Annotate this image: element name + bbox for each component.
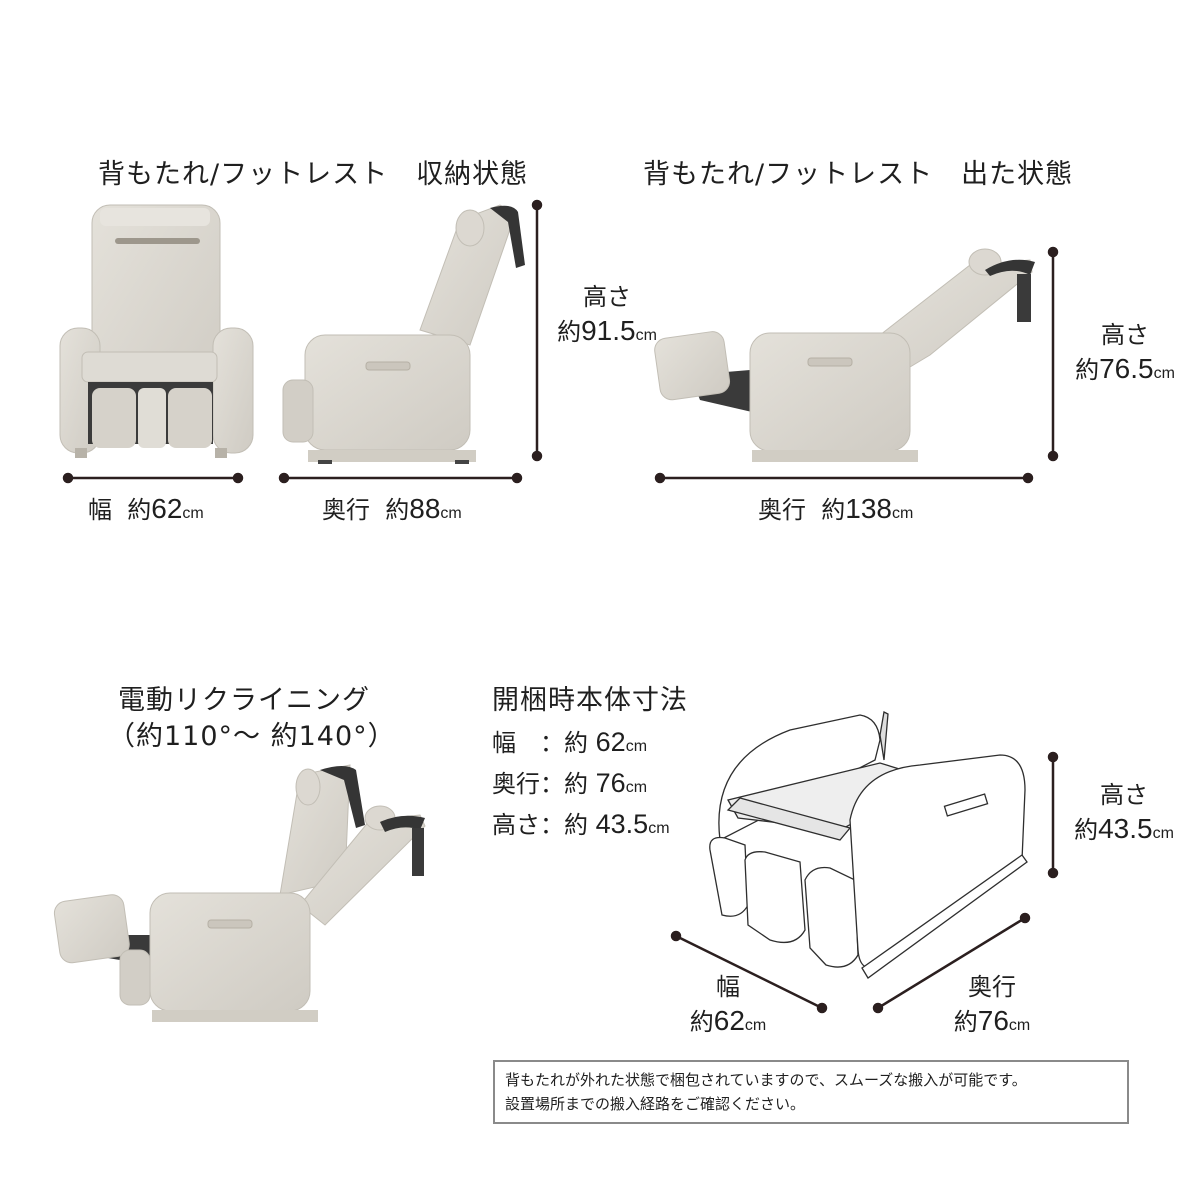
unpacked-width-label: 幅 約62cm xyxy=(678,970,778,1043)
spec-row-width: 幅 ：約 62cm xyxy=(492,727,648,757)
unpacked-spec-list: 幅 ：約 62cm 奥行：約 76cm 高さ：約 43.5cm xyxy=(492,724,670,847)
note-line-1: 背もたれが外れた状態で梱包されていますので、スムーズな搬入が可能です。 xyxy=(505,1071,1027,1089)
delivery-note-box: 背もたれが外れた状態で梱包されていますので、スムーズな搬入が可能です。 設置場所… xyxy=(493,1060,1129,1124)
height-value: 約43.5cm xyxy=(1074,813,1174,844)
width-caption: 幅 xyxy=(88,496,112,524)
reclining-title: 電動リクライニング xyxy=(118,685,370,716)
spec-row-depth: 奥行：約 76cm xyxy=(492,768,648,798)
reclining-angle-range: （約110°～ 約140°） xyxy=(108,721,396,752)
unpacked-height-label: 高さ 約43.5cm xyxy=(1060,778,1188,851)
extended-state-title: 背もたれ/フットレスト 出た状態 xyxy=(643,159,1074,190)
depth-caption: 奥行 xyxy=(968,973,1016,1001)
height-value: 約91.5cm xyxy=(557,315,657,346)
height-caption: 高さ xyxy=(1100,781,1148,809)
chair-side-view-reclining xyxy=(53,764,426,1022)
stored-width-label: 幅 約62cm xyxy=(88,493,204,524)
unpacked-depth-label: 奥行 約76cm xyxy=(942,970,1042,1043)
extended-height-label: 高さ 約76.5cm xyxy=(1062,318,1188,391)
stored-height-label: 高さ 約91.5cm xyxy=(548,280,666,353)
height-caption: 高さ xyxy=(583,283,631,311)
chair-side-view-stored xyxy=(282,204,525,464)
depth-caption: 奥行 xyxy=(322,496,370,524)
dimension-lines xyxy=(62,199,1059,1014)
spec-row-height: 高さ：約 43.5cm xyxy=(492,809,670,839)
note-line-2: 設置場所までの搬入経路をご確認ください。 xyxy=(505,1095,806,1113)
unpacked-dimensions-title: 開梱時本体寸法 xyxy=(492,685,688,716)
width-caption: 幅 xyxy=(716,973,740,1001)
depth-caption: 奥行 xyxy=(758,496,806,524)
height-value: 約76.5cm xyxy=(1075,353,1175,384)
width-value: 約62cm xyxy=(689,1005,767,1036)
stored-state-title: 背もたれ/フットレスト 収納状態 xyxy=(98,159,529,190)
chair-line-drawing-unpacked xyxy=(709,711,1028,979)
depth-value: 約76cm xyxy=(953,1005,1031,1036)
extended-depth-label: 奥行 約138cm xyxy=(758,493,914,524)
stored-depth-label: 奥行 約88cm xyxy=(322,493,462,524)
height-caption: 高さ xyxy=(1101,321,1149,349)
chair-side-view-extended xyxy=(654,248,1035,462)
chair-front-view xyxy=(59,204,254,458)
